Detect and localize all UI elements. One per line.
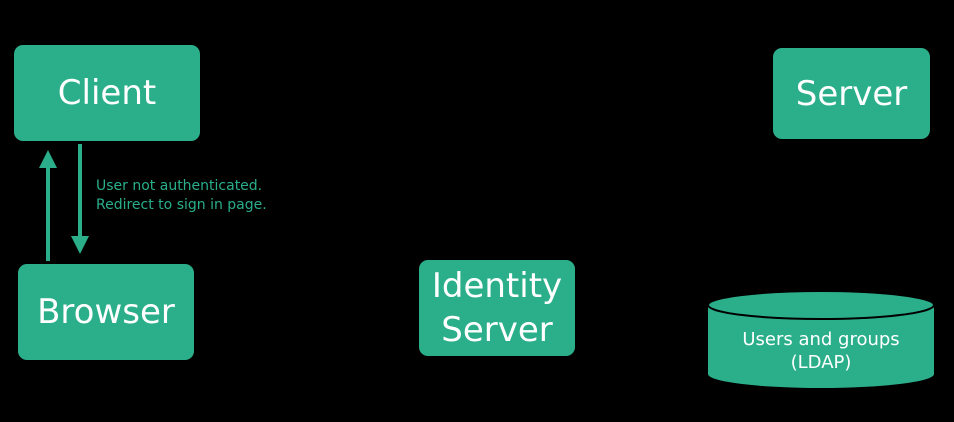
- ldap-label-line2: (LDAP): [790, 352, 852, 373]
- ldap-label-line1: Users and groups: [742, 329, 900, 350]
- browser-label: Browser: [37, 292, 175, 332]
- client-node: Client: [14, 45, 200, 141]
- browser-node: Browser: [18, 264, 194, 360]
- arrow-client-to-browser: [71, 144, 89, 254]
- ldap-cylinder-top: [707, 290, 935, 320]
- identity-server-label-line2: Server: [441, 310, 553, 350]
- arrow-browser-to-client: [39, 150, 57, 261]
- identity-server-label-line1: Identity: [431, 266, 563, 306]
- redirect-note: User not authenticated. Redirect to sign…: [96, 177, 267, 215]
- identity-server-label: Identity Server: [432, 264, 562, 352]
- ldap-label: Users and groups (LDAP): [708, 328, 934, 374]
- ldap-cylinder: [707, 290, 935, 388]
- client-label: Client: [57, 73, 157, 113]
- server-node: Server: [773, 48, 930, 139]
- redirect-note-line2: Redirect to sign in page.: [96, 197, 267, 213]
- ldap-cylinder-body: [708, 305, 934, 388]
- redirect-note-line1: User not authenticated.: [96, 178, 263, 194]
- server-label: Server: [795, 73, 908, 114]
- arrow-up-head: [39, 150, 57, 168]
- arrow-down-head: [71, 236, 89, 254]
- identity-server-node: Identity Server: [419, 260, 575, 356]
